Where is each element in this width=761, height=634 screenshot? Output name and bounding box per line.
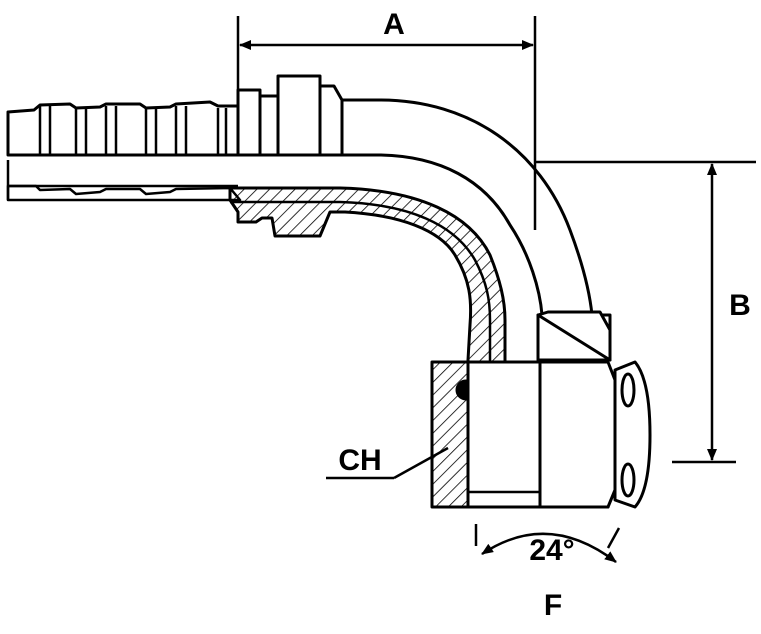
label-ch: CH	[338, 444, 381, 477]
ch-leader	[326, 446, 449, 480]
dimension-b	[536, 160, 756, 464]
label-f: F	[544, 589, 562, 622]
dimension-a	[236, 16, 537, 230]
hose-tail	[6, 100, 240, 157]
label-a: A	[383, 8, 405, 41]
label-b: B	[729, 289, 751, 322]
swivel-nut	[430, 310, 652, 509]
body-collar	[236, 74, 344, 157]
angle-dimension	[474, 524, 621, 563]
label-angle: 24°	[529, 534, 574, 567]
